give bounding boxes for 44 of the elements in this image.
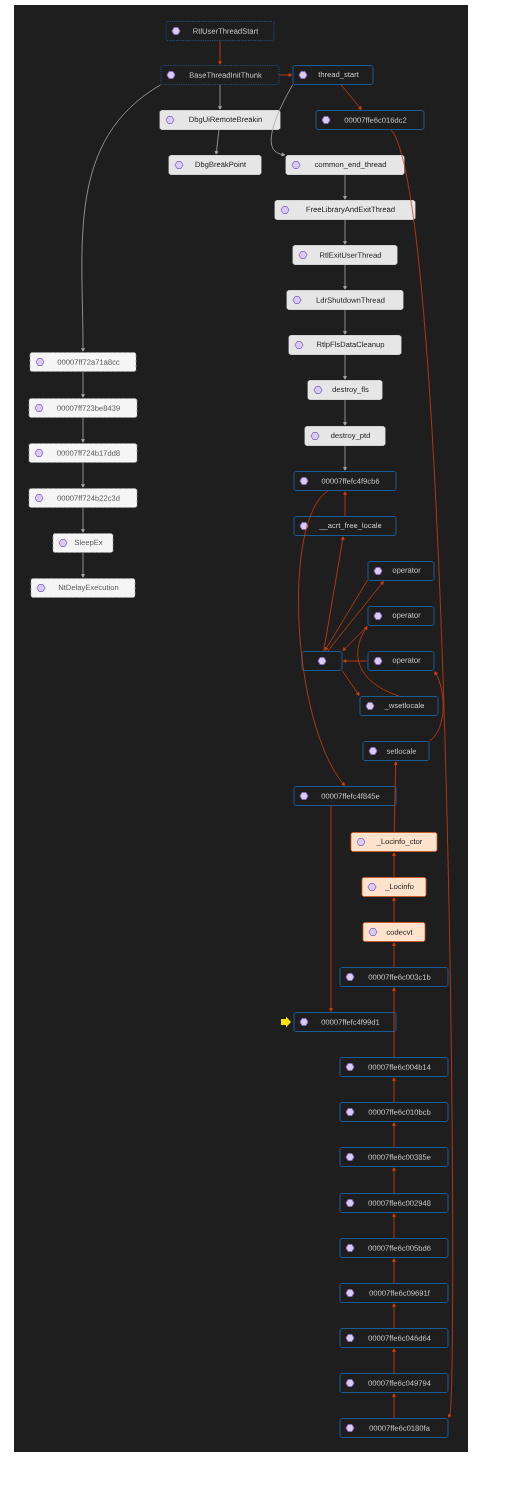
arrow: [392, 1393, 396, 1419]
arrow: [342, 670, 360, 696]
arrow: [392, 942, 396, 968]
arrow: [81, 417, 85, 443]
arrow: [390, 129, 454, 1418]
arrow: [81, 462, 85, 488]
arrow: [392, 897, 396, 923]
arrow: [343, 174, 347, 200]
arrow: [343, 491, 347, 517]
arrow: [329, 805, 333, 1012]
arrow: [392, 1167, 396, 1194]
frame-box: [301, 651, 343, 671]
arrow: [343, 399, 347, 426]
arrow: [392, 1077, 396, 1103]
arrow: [343, 354, 347, 380]
arrow: [323, 536, 345, 652]
arrow: [81, 371, 85, 398]
arrow: [343, 309, 347, 335]
arrow: [392, 1122, 396, 1148]
arrow: [279, 73, 293, 77]
arrow: [340, 84, 362, 110]
arrow: [324, 579, 368, 651]
arrow: [392, 1303, 396, 1329]
arrow: [218, 40, 222, 65]
arrow: [81, 507, 85, 533]
arrow: [392, 1348, 396, 1374]
arrow: [343, 219, 347, 245]
arrow: [218, 84, 222, 110]
arrow: [392, 1213, 396, 1239]
arrow: [298, 490, 345, 786]
arrow: [392, 987, 396, 1058]
arrow: [357, 626, 400, 697]
arrow: [270, 84, 293, 157]
arrow: [343, 264, 347, 290]
arrow: [81, 552, 85, 578]
arrow: [327, 581, 384, 652]
arrow: [393, 761, 398, 833]
arrow: [214, 129, 220, 155]
arrow: [392, 1258, 396, 1284]
arrow: [342, 659, 368, 663]
arrow: [392, 852, 396, 878]
arrow: [429, 671, 444, 742]
arrow: [343, 445, 347, 471]
arrow: [81, 84, 161, 352]
